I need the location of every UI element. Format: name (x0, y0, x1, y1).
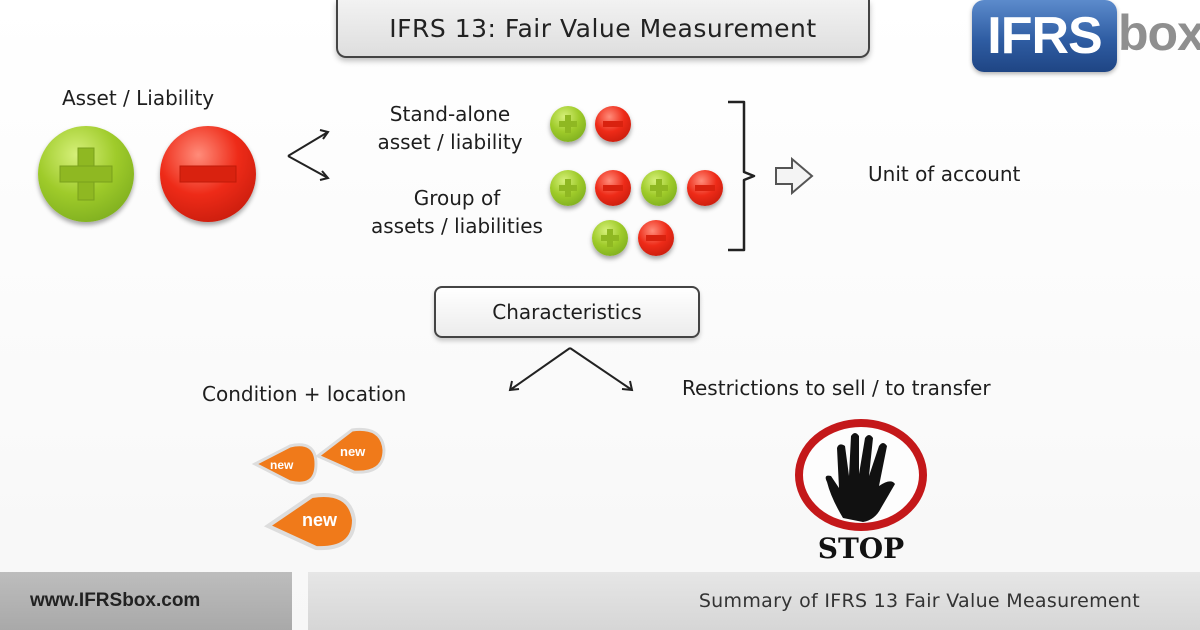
minus-glyph (179, 165, 237, 183)
ifrsbox-logo[interactable]: IFRS box (972, 0, 1200, 72)
plus-icon (641, 170, 677, 206)
standalone-line-2: asset / liability (377, 130, 523, 154)
restrictions-label: Restrictions to sell / to transfer (682, 376, 991, 400)
minus-icon (160, 126, 256, 222)
standalone-label: Stand-alone asset / liability (360, 100, 540, 156)
footer-url[interactable]: www.IFRSbox.com (0, 572, 292, 630)
characteristics-label: Characteristics (492, 300, 642, 324)
logo-suffix: box (1118, 5, 1200, 61)
stop-text: STOP (817, 532, 905, 565)
unit-of-account-label: Unit of account (868, 162, 1021, 186)
group-label: Group of assets / liabilities (352, 184, 562, 240)
stop-sign: STOP (793, 418, 929, 568)
hollow-right-arrow-icon (775, 156, 814, 196)
asset-liability-label: Asset / Liability (62, 86, 215, 110)
plus-icon (550, 106, 586, 142)
bracket-icon (728, 100, 756, 252)
minus-icon (638, 220, 674, 256)
minus-icon (687, 170, 723, 206)
new-tags-group: new new new (251, 427, 386, 551)
plus-icon (38, 126, 134, 222)
split-arrow-icon (508, 347, 634, 392)
plus-icon (550, 170, 586, 206)
stop-hand-icon (795, 419, 927, 531)
standalone-line-1: Stand-alone (389, 102, 511, 126)
footer-caption: Summary of IFRS 13 Fair Value Measuremen… (308, 572, 1200, 630)
new-tag-text: new (302, 510, 338, 530)
fork-arrow-icon (287, 129, 330, 181)
minus-icon (595, 170, 631, 206)
condition-location-label: Condition + location (202, 382, 407, 406)
new-tag-text: new (340, 444, 366, 459)
new-tag-icon: new (251, 443, 318, 485)
new-tag-text: new (270, 458, 294, 472)
plus-icon (592, 220, 628, 256)
plus-glyph (59, 147, 113, 201)
characteristics-box: Characteristics (434, 286, 700, 338)
minus-icon (595, 106, 631, 142)
page-title: IFRS 13: Fair Value Measurement (336, 0, 870, 58)
group-line-2: assets / liabilities (371, 214, 543, 238)
new-tag-icon: new (315, 427, 386, 474)
logo-badge: IFRS (972, 0, 1117, 72)
new-tag-icon: new (263, 493, 357, 551)
group-line-1: Group of (413, 186, 501, 210)
